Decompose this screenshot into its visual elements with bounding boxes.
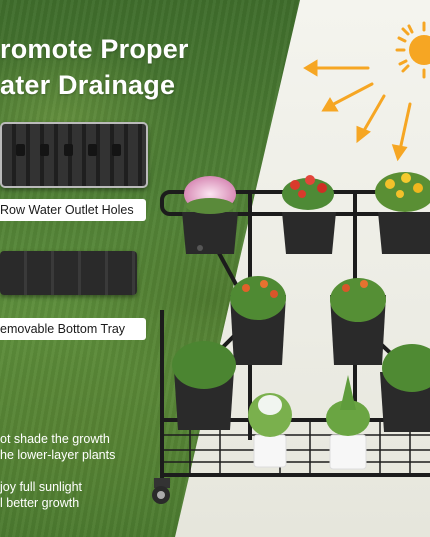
- outlet-hole: [64, 144, 73, 156]
- planter-top-left: [182, 176, 238, 254]
- bottom-tray-photo: [0, 251, 137, 295]
- planter-top-middle: [282, 175, 336, 254]
- planter-middle-left: [230, 276, 286, 365]
- sun-ray-arrow-icon: [303, 59, 370, 77]
- headline-line-2: ater Drainage: [0, 70, 176, 100]
- bottom-tray-label: emovable Bottom Tray: [0, 318, 146, 340]
- planter-top-right: [375, 172, 430, 254]
- benefit-text-1: ot shade the growth: [0, 432, 110, 446]
- planter-middle-right: [330, 278, 386, 365]
- outlet-holes-label: Row Water Outlet Holes: [0, 199, 146, 221]
- white-pot-right: [326, 375, 370, 470]
- benefit-text-3: joy full sunlight: [0, 480, 82, 494]
- sun-ray-arrow-icon: [321, 82, 374, 112]
- benefit-text-2: he lower-layer plants: [0, 448, 116, 462]
- sun-ray-arrow-icon: [391, 102, 412, 162]
- outlet-hole: [112, 144, 121, 156]
- outlet-hole: [40, 144, 49, 156]
- planter-lower-left: [172, 341, 236, 430]
- headline-line-1: romote Proper: [0, 34, 189, 64]
- outlet-hole: [16, 144, 25, 156]
- planter-lower-right: [380, 344, 430, 432]
- outlet-hole: [88, 144, 97, 156]
- sun-ray-arrow-icon: [356, 94, 386, 144]
- caster-wheel-icon: [152, 478, 170, 504]
- sun-icon: [395, 21, 430, 79]
- benefit-text-4: l better growth: [0, 496, 80, 510]
- white-pot-left: [248, 393, 292, 468]
- plant-rack-illustration: [152, 172, 430, 504]
- planter-outlet-holes-photo: [0, 122, 148, 188]
